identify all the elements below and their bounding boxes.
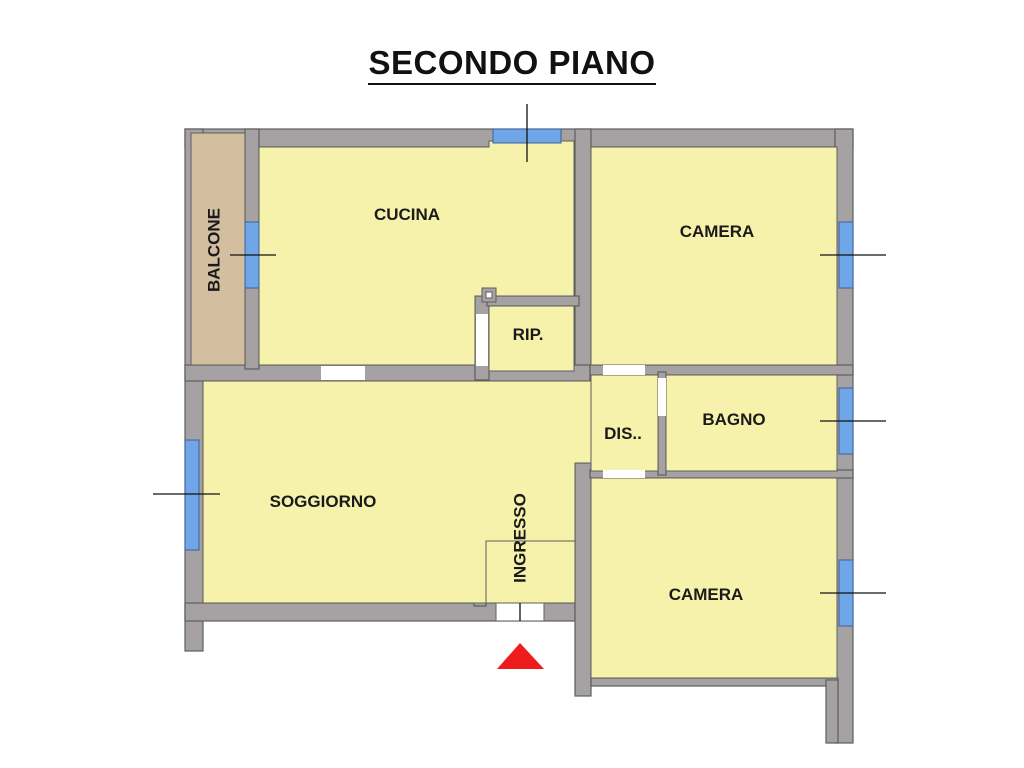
entrance-marker-icon <box>497 643 544 669</box>
entrance-area <box>485 540 576 604</box>
window-soggiorno <box>184 439 200 551</box>
section-lines <box>153 104 886 621</box>
label-soggiorno: SOGGIORNO <box>270 492 377 511</box>
closet-area <box>488 305 575 372</box>
pillar <box>481 287 497 303</box>
kitchen-area <box>258 140 575 366</box>
label-cucina: CUCINA <box>374 205 440 224</box>
room-labels: BALCONE CUCINA CAMERA RIP. DIS.. BAGNO S… <box>204 205 765 604</box>
bathroom-area <box>665 374 838 472</box>
label-dis: DIS.. <box>604 424 642 443</box>
floor-plan-title: SECONDO PIANO <box>0 44 1024 85</box>
hallway-area <box>590 374 659 472</box>
label-camera-bottom: CAMERA <box>669 585 744 604</box>
label-balcone: BALCONE <box>204 208 223 292</box>
rooms <box>190 132 838 679</box>
door-openings <box>321 314 666 622</box>
label-camera-top: CAMERA <box>680 222 755 241</box>
label-bagno: BAGNO <box>702 410 765 429</box>
camera-bottom-area <box>590 477 838 679</box>
label-ingresso: INGRESSO <box>510 493 529 583</box>
balcony-area <box>190 132 246 366</box>
camera-top-area <box>590 146 838 366</box>
label-rip: RIP. <box>513 325 544 344</box>
